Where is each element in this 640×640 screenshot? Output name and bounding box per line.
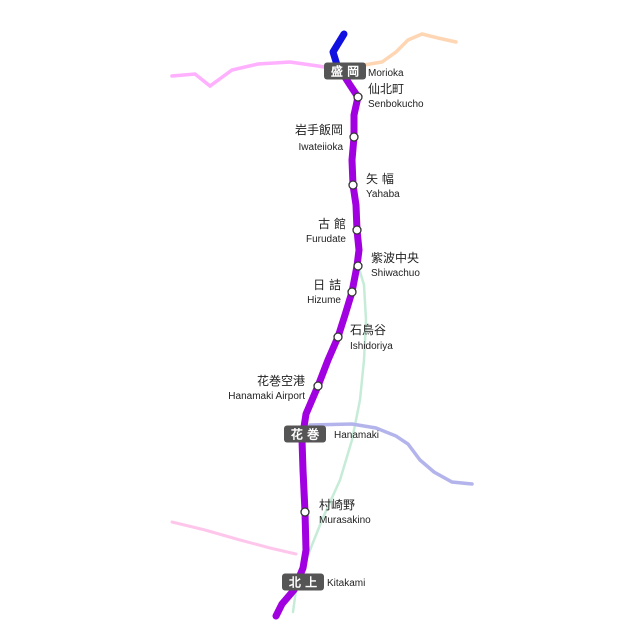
pink-connecting-line (170, 60, 344, 89)
station-name-en: Hizume (307, 295, 341, 306)
station-marker[interactable] (353, 92, 363, 102)
light-pink-connecting-line (170, 520, 298, 556)
station-name-ja: 花巻空港 (257, 373, 305, 388)
station-name-ja: 矢 幅 (366, 171, 394, 186)
station-name-en: Kitakami (327, 578, 365, 589)
station-marker[interactable] (352, 225, 362, 235)
station-marker[interactable] (333, 332, 343, 342)
major-station-box[interactable] (282, 573, 324, 591)
lavender-connecting-line (308, 422, 474, 486)
station-name-ja: 盛 岡 (331, 64, 359, 79)
station-marker[interactable] (349, 132, 359, 142)
station-name-en: Morioka (368, 68, 404, 79)
station-name-ja: 仙北町 (368, 82, 404, 96)
station-name-ja: 村崎野 (319, 498, 355, 512)
station-name-en: Ishidoriya (350, 341, 393, 352)
station-marker[interactable] (347, 287, 357, 297)
station-name-en: Senbokucho (368, 99, 424, 110)
station-marker[interactable] (353, 261, 363, 271)
station-morioka[interactable]: 盛 岡 Morioka (324, 62, 404, 80)
station-name-en: Iwateiioka (299, 142, 344, 153)
station-name-en: Hanamaki (334, 430, 379, 441)
station-name-ja: 北 上 (289, 575, 317, 590)
station-iwateiioka[interactable]: 岩手飯岡 Iwateiioka (295, 122, 359, 153)
station-furudate[interactable]: 古 館 Furudate (306, 216, 362, 245)
stations-layer: 盛 岡 Morioka 仙北町 Senbokucho 岩手飯岡 Iwateiioka 矢 幅… (228, 62, 424, 591)
station-name-en: Shiwachuo (371, 268, 420, 279)
station-name-en: Murasakino (319, 515, 371, 526)
station-shiwachuo[interactable]: 紫波中央 Shiwachuo (353, 250, 420, 279)
station-name-en: Yahaba (366, 189, 400, 200)
major-station-box[interactable] (284, 425, 326, 443)
station-name-ja: 古 館 (318, 216, 346, 231)
station-hizume[interactable]: 日 詰 Hizume (307, 277, 357, 306)
station-marker[interactable] (300, 507, 310, 517)
station-marker[interactable] (348, 180, 358, 190)
peach-connecting-line (356, 32, 458, 68)
station-name-ja: 紫波中央 (371, 250, 419, 265)
station-ishidoriya[interactable]: 石鳥谷 Ishidoriya (333, 322, 393, 352)
station-hanamaki[interactable]: 花 巻 Hanamaki (284, 425, 379, 443)
station-senbokucho[interactable]: 仙北町 Senbokucho (353, 82, 424, 110)
station-name-ja: 石鳥谷 (350, 322, 386, 337)
station-yahaba[interactable]: 矢 幅 Yahaba (348, 171, 400, 200)
station-name-en: Hanamaki Airport (228, 391, 305, 402)
major-station-box[interactable] (324, 62, 366, 80)
station-name-ja: 岩手飯岡 (295, 122, 343, 137)
station-hanamaki-airport[interactable]: 花巻空港 Hanamaki Airport (228, 373, 323, 402)
station-name-en: Furudate (306, 234, 346, 245)
station-name-ja: 花 巻 (291, 427, 320, 442)
station-name-ja: 日 詰 (313, 277, 341, 292)
station-marker[interactable] (313, 381, 323, 391)
station-murasakino[interactable]: 村崎野 Murasakino (300, 498, 371, 526)
station-kitakami[interactable]: 北 上 Kitakami (282, 573, 365, 591)
